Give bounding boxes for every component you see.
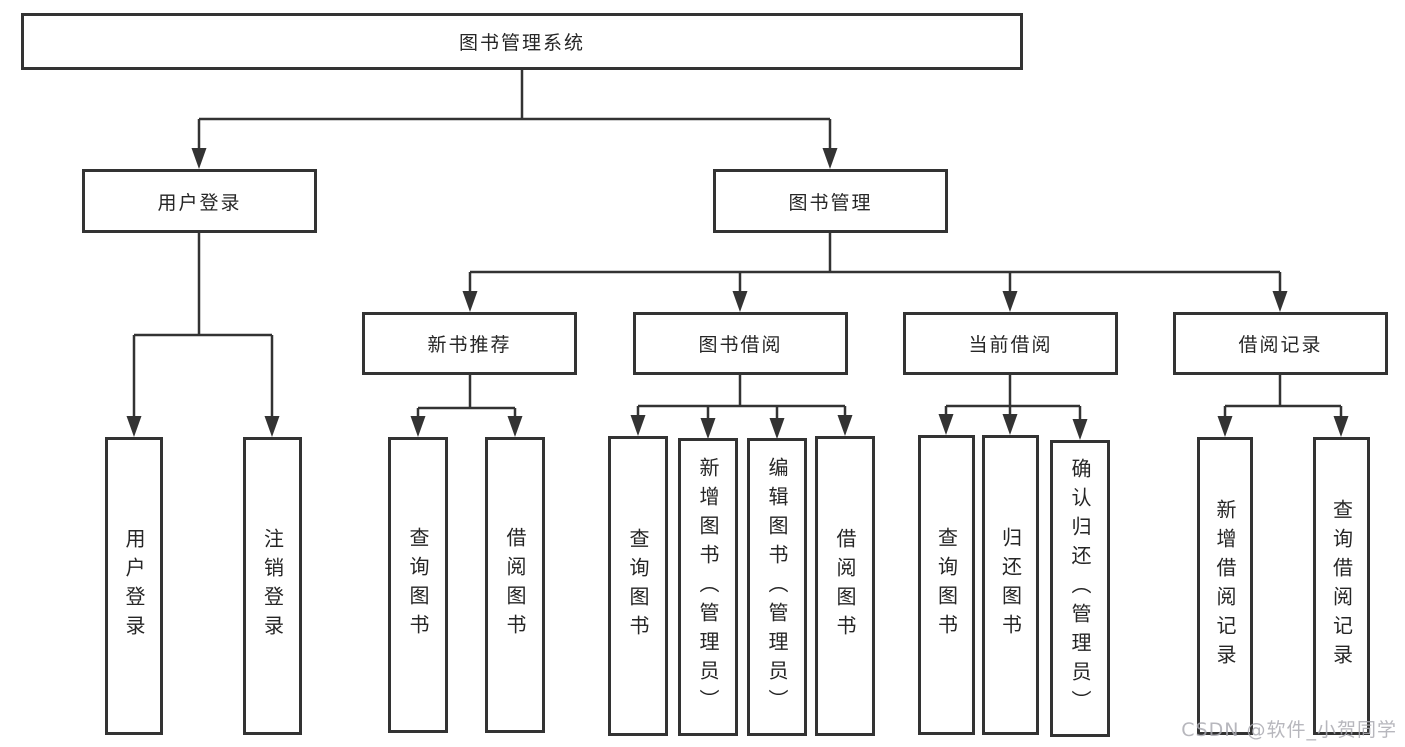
node-leaf-add-borrow-record-label: 新增借阅记录: [1213, 499, 1237, 673]
node-leaf-query-books-borrowing: 查询图书: [608, 436, 668, 736]
node-leaf-user-login: 用户登录: [105, 437, 163, 735]
node-book-management-label: 图书管理: [788, 191, 873, 214]
node-leaf-query-borrow-record: 查询借阅记录: [1313, 437, 1370, 735]
arrowhead: [462, 291, 478, 312]
node-leaf-borrow-books-recommend-label: 借阅图书: [503, 527, 527, 643]
arrowhead: [1002, 291, 1018, 312]
node-leaf-add-borrow-record: 新增借阅记录: [1197, 437, 1253, 735]
arrowhead: [732, 291, 748, 312]
node-leaf-add-books-admin: 新增图书（管理员）: [678, 438, 738, 736]
arrowhead: [938, 414, 954, 435]
node-book-management-system: 图书管理系统: [21, 13, 1023, 70]
node-borrowing-records-label: 借阅记录: [1238, 334, 1323, 356]
node-leaf-borrow-books-borrowing: 借阅图书: [815, 436, 875, 736]
node-leaf-confirm-return-admin: 确认归还（管理员）: [1050, 440, 1110, 737]
arrowhead: [126, 416, 142, 437]
arrowhead: [630, 415, 646, 436]
node-book-management-system-label: 图书管理系统: [458, 32, 585, 54]
node-current-borrowing: 当前借阅: [903, 312, 1118, 375]
node-user-login: 用户登录: [82, 169, 317, 233]
node-leaf-query-books-current: 查询图书: [918, 435, 975, 735]
csdn-watermark: CSDN @软件_小贺同学: [1181, 719, 1397, 741]
node-leaf-borrow-books-recommend: 借阅图书: [485, 437, 545, 733]
node-current-borrowing-label: 当前借阅: [968, 334, 1053, 356]
arrowhead: [1333, 416, 1349, 437]
node-leaf-user-login-label: 用户登录: [122, 528, 146, 644]
node-leaf-query-books-current-label: 查询图书: [934, 527, 959, 643]
node-book-borrowing-label: 图书借阅: [698, 334, 783, 356]
node-leaf-logout-label: 注销登录: [260, 528, 285, 644]
arrowhead: [1002, 414, 1018, 435]
arrowhead: [700, 418, 716, 439]
arrowhead: [1272, 291, 1288, 312]
node-borrowing-records: 借阅记录: [1173, 312, 1388, 375]
node-leaf-query-borrow-record-label: 查询借阅记录: [1329, 499, 1354, 673]
arrowhead: [1217, 416, 1233, 437]
node-new-book-recommend: 新书推荐: [362, 312, 577, 375]
arrowhead: [837, 415, 853, 436]
node-leaf-return-books-label: 归还图书: [998, 527, 1023, 643]
node-leaf-return-books: 归还图书: [982, 435, 1039, 735]
arrowhead: [264, 416, 280, 437]
arrowhead: [507, 416, 523, 437]
node-leaf-add-books-admin-label: 新增图书（管理员）: [696, 456, 720, 718]
arrowhead: [1072, 419, 1088, 440]
node-user-login-label: 用户登录: [157, 191, 242, 214]
arrowhead: [191, 148, 207, 169]
node-leaf-edit-books-admin: 编辑图书（管理员）: [747, 438, 807, 736]
node-leaf-logout: 注销登录: [243, 437, 302, 735]
node-leaf-query-books-recommend-label: 查询图书: [406, 527, 430, 643]
node-book-borrowing: 图书借阅: [633, 312, 848, 375]
node-leaf-query-books-borrowing-label: 查询图书: [626, 528, 650, 644]
node-leaf-query-books-recommend: 查询图书: [388, 437, 448, 733]
arrowhead: [410, 416, 426, 437]
arrowhead: [822, 148, 838, 169]
arrowhead: [769, 418, 785, 439]
node-leaf-borrow-books-borrowing-label: 借阅图书: [833, 528, 857, 644]
node-new-book-recommend-label: 新书推荐: [427, 334, 512, 356]
node-leaf-edit-books-admin-label: 编辑图书（管理员）: [765, 456, 789, 718]
node-book-management: 图书管理: [713, 169, 948, 233]
node-leaf-confirm-return-admin-label: 确认归还（管理员）: [1068, 458, 1092, 719]
